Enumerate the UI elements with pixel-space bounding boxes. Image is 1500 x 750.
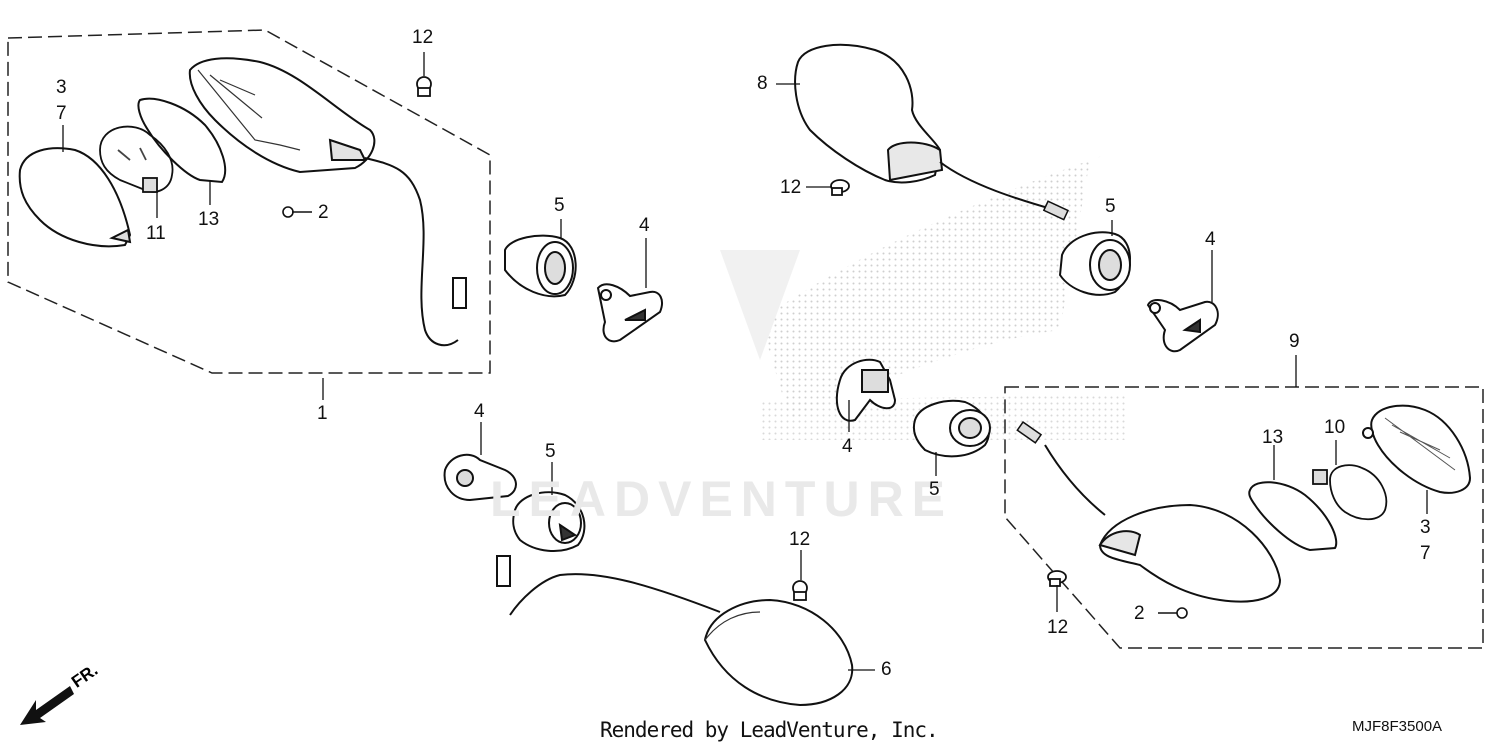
grommet-5-c bbox=[912, 400, 991, 458]
bulb-left bbox=[99, 125, 174, 193]
holder-4-c bbox=[835, 358, 897, 422]
callout-13: 13 bbox=[1262, 427, 1284, 448]
callout-2: 2 bbox=[318, 202, 329, 223]
callout-5: 5 bbox=[1105, 196, 1116, 217]
grommet-5-b bbox=[1058, 231, 1131, 296]
callout-4: 4 bbox=[1205, 229, 1216, 250]
callout-9: 9 bbox=[1289, 331, 1300, 352]
gasket-left bbox=[137, 97, 227, 184]
watermark-text: LEADVENTURE bbox=[490, 471, 954, 527]
holder-4-a bbox=[596, 283, 663, 343]
callout-10: 10 bbox=[1324, 417, 1346, 438]
callout-7: 7 bbox=[56, 103, 67, 124]
lens-left bbox=[18, 147, 132, 248]
light-8 bbox=[794, 43, 1069, 221]
holder-4-b bbox=[1146, 298, 1219, 353]
callout-5: 5 bbox=[545, 441, 556, 462]
light-6 bbox=[496, 555, 854, 707]
callout-4: 4 bbox=[842, 436, 853, 457]
leader-lines bbox=[62, 52, 1428, 671]
front-direction-arrow-icon bbox=[20, 686, 74, 725]
callout-12: 12 bbox=[412, 27, 434, 48]
callout-4: 4 bbox=[639, 215, 650, 236]
assembly-1-dashed-box bbox=[7, 29, 491, 374]
callout-8: 8 bbox=[757, 73, 768, 94]
grommet-5-a bbox=[504, 234, 577, 298]
housing-left bbox=[188, 57, 376, 174]
callout-3: 3 bbox=[1420, 517, 1431, 538]
bulb-right bbox=[1312, 464, 1388, 521]
callout-12: 12 bbox=[1047, 617, 1069, 638]
callout-4: 4 bbox=[474, 401, 485, 422]
wire-harness-left bbox=[364, 157, 467, 347]
screw-12-right bbox=[1047, 570, 1067, 587]
callout-12: 12 bbox=[780, 177, 802, 198]
callout-5: 5 bbox=[554, 195, 565, 216]
grommet-5-d bbox=[512, 491, 586, 552]
callout-11: 11 bbox=[146, 223, 166, 244]
gasket-right bbox=[1248, 481, 1338, 552]
screw-2-left bbox=[282, 206, 312, 218]
render-credit: Rendered by LeadVenture, Inc. bbox=[600, 718, 939, 742]
assembly-9-dashed-box bbox=[1004, 386, 1484, 649]
callout-6: 6 bbox=[881, 659, 892, 680]
callout-12: 12 bbox=[789, 529, 811, 550]
callout-3: 3 bbox=[56, 77, 67, 98]
callout-5: 5 bbox=[929, 479, 940, 500]
housing-right bbox=[1016, 420, 1282, 603]
screw-12-mid bbox=[830, 179, 850, 196]
callout-2: 2 bbox=[1134, 603, 1145, 624]
screw-12-lower bbox=[792, 580, 808, 601]
lens-right bbox=[1362, 404, 1472, 494]
callout-7: 7 bbox=[1420, 543, 1431, 564]
screw-12-left bbox=[416, 76, 432, 97]
diagram-code: MJF8F3500A bbox=[1352, 718, 1443, 735]
callout-13: 13 bbox=[198, 209, 220, 230]
callout-1: 1 bbox=[317, 403, 328, 424]
screw-2-right bbox=[1158, 607, 1188, 619]
holder-4-d bbox=[443, 453, 517, 502]
